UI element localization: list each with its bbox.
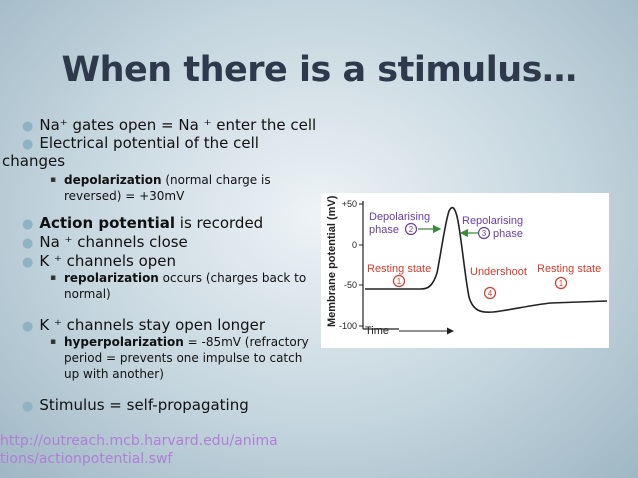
bullet-electrical-cont: changes	[2, 152, 66, 170]
phase-1-right-number: 1	[559, 279, 564, 288]
phase-1-right-badge	[554, 276, 568, 290]
phase-2-number: 2	[409, 225, 414, 234]
bullet-k-open: ●K ⁺ channels open	[22, 252, 177, 270]
phase-2-badge	[404, 222, 418, 236]
bullet-dot-icon: ●	[22, 399, 34, 414]
sub-bullet-icon: ▪	[50, 175, 57, 185]
bullet-dot-icon: ●	[22, 119, 34, 134]
sub-depolarization: ▪depolarization (normal charge is revers…	[50, 173, 271, 203]
tick-label: +50	[342, 199, 357, 209]
sub-repolarization: ▪repolarization occurs (charges back to …	[50, 271, 307, 301]
phase-4-number: 4	[488, 289, 493, 298]
bullet-dot-icon: ●	[22, 255, 34, 270]
depolarising-phase-label: phase	[369, 224, 399, 236]
bullet-action-potential: ●Action potential is recorded	[22, 214, 264, 232]
tick-label: -50	[344, 280, 357, 290]
bullet-dot-icon: ●	[22, 319, 34, 334]
bullet-stimulus: ●Stimulus = self-propagating	[22, 396, 249, 414]
x-axis-label: Time	[365, 325, 389, 337]
bullet-dot-icon: ●	[22, 217, 34, 232]
bullet-electrical: ●Electrical potential of the cell	[22, 134, 259, 152]
bullet-k-stay-open: ●K ⁺ channels stay open longer	[22, 316, 266, 334]
bullet-na-close: ●Na ⁺ channels close	[22, 233, 188, 251]
depolarising-label: Depolarising	[369, 211, 430, 223]
repolarising-phase-label: phase	[493, 228, 523, 240]
action-potential-trace	[365, 206, 608, 314]
phase-1-left-number: 1	[397, 277, 402, 286]
tick-label: 0	[352, 240, 357, 250]
action-potential-graph: Membrane potential (mV) Time +50 0 -50 -…	[326, 195, 608, 337]
sub-bullet-icon: ▪	[50, 337, 57, 347]
phase-3-number: 3	[482, 229, 487, 238]
slide-title: When there is a stimulus…	[61, 50, 577, 90]
sub-hyperpolarization: ▪hyperpolarization = -85mV (refractory p…	[50, 335, 309, 381]
undershoot-label: Undershoot	[470, 266, 527, 278]
repolarising-label: Repolarising	[462, 215, 523, 227]
bullet-dot-icon: ●	[22, 137, 34, 152]
source-link[interactable]: http://outreach.mcb.harvard.edu/anima ti…	[0, 433, 278, 467]
resting-state-left-label: Resting state	[367, 263, 431, 275]
phase-1-left-badge	[392, 274, 406, 288]
action-potential-figure: Membrane potential (mV) Time +50 0 -50 -…	[321, 193, 609, 348]
bullet-na-gates: ●Na⁺ gates open = Na ⁺ enter the cell	[22, 116, 317, 134]
bullet-dot-icon: ●	[22, 236, 34, 251]
resting-state-right-label: Resting state	[537, 263, 601, 275]
phase-3-badge	[477, 226, 491, 240]
phase-4-badge	[483, 286, 497, 300]
tick-label: -100	[339, 321, 357, 331]
y-axis-label: Membrane potential (mV)	[326, 195, 338, 327]
sub-bullet-icon: ▪	[50, 273, 57, 283]
